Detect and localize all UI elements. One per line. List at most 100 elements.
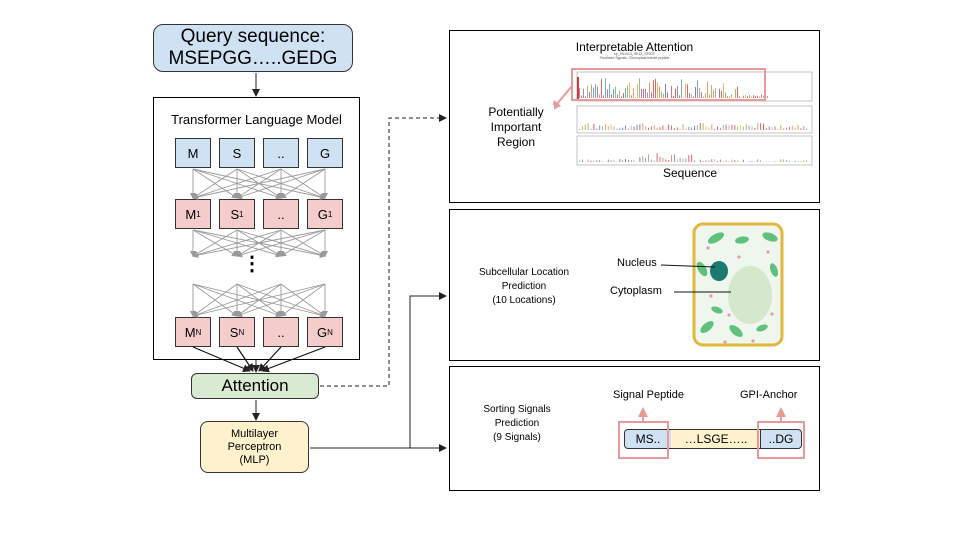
mlp-line: Multilayer <box>230 427 279 440</box>
attention-bar <box>728 125 730 130</box>
attention-bar <box>650 126 652 130</box>
attention-bar <box>714 129 716 130</box>
attention-bar <box>709 94 710 98</box>
attention-bar <box>639 78 640 98</box>
attention-bar <box>621 96 622 98</box>
attention-bar <box>794 160 796 162</box>
attention-bar <box>780 159 782 162</box>
attention-subplot <box>576 135 813 166</box>
attention-bar <box>748 125 750 130</box>
attention-bar <box>760 123 762 130</box>
attention-bar <box>587 123 589 130</box>
attention-bar <box>596 128 598 130</box>
attention-bar <box>681 79 682 98</box>
attention-bar <box>665 83 666 98</box>
attention-bar <box>607 159 609 162</box>
attention-bar <box>637 83 638 98</box>
connection-line <box>236 229 326 258</box>
chloroplast <box>769 263 779 277</box>
attention-bar <box>699 159 701 162</box>
attention-bar <box>739 96 740 98</box>
attention-bar <box>579 128 580 130</box>
attention-bar <box>714 159 716 162</box>
nucleus-pointer <box>660 264 716 268</box>
attention-bar <box>627 128 629 130</box>
connection-line <box>192 229 238 257</box>
attention-bar <box>685 158 687 162</box>
potential-region-line: Region <box>496 135 536 149</box>
attention-bar <box>705 160 707 162</box>
attention-bar <box>749 94 750 98</box>
attention-bar <box>663 93 664 98</box>
attention-bar <box>599 159 601 162</box>
mlp-line: Perceptron <box>227 440 282 453</box>
attention-bar <box>727 96 728 98</box>
vacuole <box>728 266 772 324</box>
attention-bar <box>697 80 698 98</box>
attention-bar <box>667 92 668 98</box>
attention-bar <box>668 160 670 162</box>
attention-bar <box>755 96 756 98</box>
dashed-arrow-attention-to-interpretable <box>320 114 447 387</box>
attention-bar <box>676 127 678 130</box>
attention-bar <box>671 85 672 98</box>
sorting-line: (9 Signals) <box>493 432 541 443</box>
attention-bar <box>733 97 734 98</box>
attention-bar <box>613 159 615 162</box>
attention-bar <box>687 84 688 98</box>
potential-region-label: Potentially Important Region <box>478 105 554 150</box>
attention-bar <box>673 96 674 98</box>
attention-bar <box>696 125 698 130</box>
attention-bar <box>671 125 672 130</box>
interpretable-title: Interpretable Attention <box>575 40 694 54</box>
attention-bar <box>757 95 758 98</box>
attention-bar <box>685 128 687 130</box>
attention-bar <box>593 123 595 130</box>
attention-bar <box>593 160 595 162</box>
attention-bar <box>751 160 753 162</box>
attention-bar <box>641 88 642 98</box>
attention-bar <box>590 160 592 162</box>
attention-bar <box>759 96 760 98</box>
attention-bar <box>791 125 793 130</box>
attention-bar <box>643 88 644 98</box>
sorting-label: Sorting Signals Prediction (9 Signals) <box>462 403 572 445</box>
subcellular-line: Subcellular Location <box>478 267 570 278</box>
attention-bar <box>767 96 768 98</box>
attention-bar <box>774 126 776 130</box>
attention-bar <box>633 126 635 130</box>
attention-bar <box>662 157 664 162</box>
input-token: S <box>219 138 255 168</box>
arrow-mlp-to-subcellular <box>409 292 447 448</box>
attention-bar <box>619 159 621 162</box>
attention-bar <box>583 88 584 98</box>
attention-bar <box>610 124 612 130</box>
attention-bar <box>651 92 652 98</box>
attention-bar <box>806 128 808 130</box>
chloroplast <box>696 261 708 277</box>
connection-line <box>192 229 282 258</box>
attention-box: Attention <box>191 373 319 399</box>
attention-bar <box>639 124 641 130</box>
attention-bar <box>713 89 714 98</box>
attention-bar <box>768 126 770 130</box>
attention-bar <box>639 157 641 162</box>
sequence-end: ..DG <box>760 429 802 449</box>
attention-bar <box>579 160 580 162</box>
subcellular-label: Subcellular Location Prediction (10 Loca… <box>460 266 588 308</box>
attention-bar <box>703 96 704 98</box>
attention-bar <box>629 82 630 98</box>
attention-bar <box>647 92 648 98</box>
attention-bar <box>671 155 672 162</box>
sequence-axis-label: Sequence <box>662 166 718 180</box>
attention-bar <box>673 128 675 130</box>
attention-bar <box>691 154 693 162</box>
transformer-title: Transformer Language Model <box>171 112 342 127</box>
input-token: M <box>175 138 211 168</box>
attention-bar <box>602 161 603 162</box>
attention-bar <box>699 87 700 98</box>
sequence-start: MS.. <box>624 429 672 449</box>
attention-bar <box>688 127 690 130</box>
